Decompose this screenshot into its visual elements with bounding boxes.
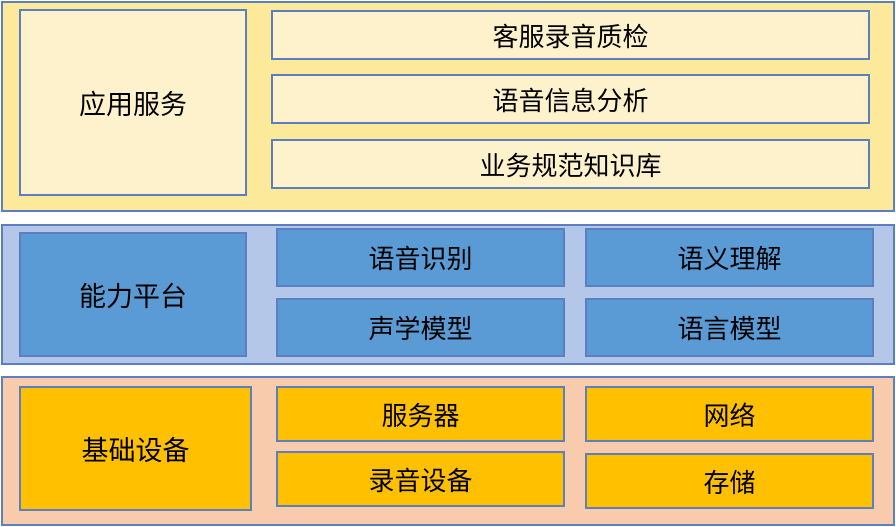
platform-item-semantic-understanding: 语义理解: [585, 228, 874, 287]
infrastructure-item-server: 服务器: [276, 386, 565, 442]
platform-item-language-model: 语言模型: [585, 298, 874, 357]
platform-layer-label: 能力平台: [19, 232, 247, 357]
platform-item-speech-recognition: 语音识别: [276, 228, 565, 287]
platform-item-acoustic-model: 声学模型: [276, 298, 565, 357]
application-layer-label: 应用服务: [19, 9, 247, 196]
infrastructure-layer-label: 基础设备: [19, 386, 252, 511]
infrastructure-item-network: 网络: [585, 386, 874, 442]
infrastructure-item-storage: 存储: [585, 453, 874, 509]
application-item-voice-analysis: 语音信息分析: [271, 74, 870, 124]
application-item-call-quality-check: 客服录音质检: [271, 10, 870, 60]
application-item-knowledge-base: 业务规范知识库: [271, 139, 870, 189]
infrastructure-item-recording-device: 录音设备: [276, 451, 565, 507]
